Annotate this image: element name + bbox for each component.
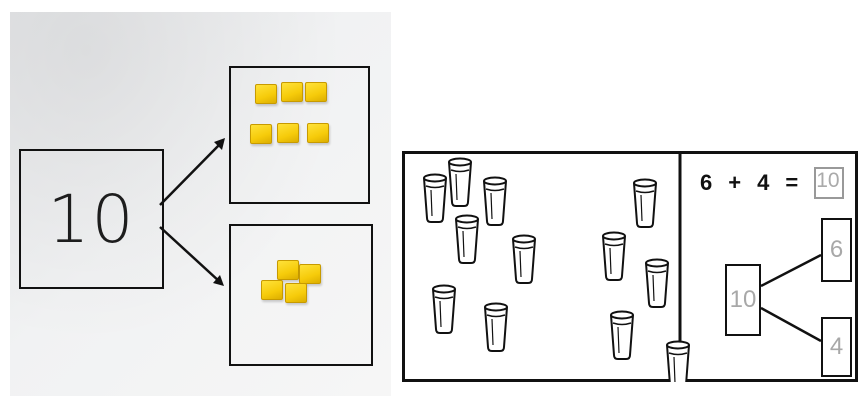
glass-icon xyxy=(484,302,508,352)
addition-equation: 6 + 4 = 10 xyxy=(700,165,845,201)
yellow-cube xyxy=(305,82,327,102)
part-box-top xyxy=(229,66,370,204)
glass-icon xyxy=(602,231,626,281)
bond-part-1-box: 6 xyxy=(821,218,852,282)
arrow-to-top-part xyxy=(159,141,223,206)
arrow-to-bottom-part xyxy=(159,226,221,283)
worksheet: 6 + 4 = 10 10 6 4 xyxy=(402,151,858,382)
yellow-cube xyxy=(255,84,277,104)
number-bond-photo: 10 xyxy=(10,12,391,396)
yellow-cube xyxy=(261,280,283,300)
yellow-cube xyxy=(307,123,329,143)
yellow-cube xyxy=(285,283,307,303)
yellow-cube xyxy=(281,82,303,102)
whole-box: 10 xyxy=(19,149,164,289)
worksheet-border xyxy=(402,151,858,382)
bond-line-upper xyxy=(760,253,822,288)
yellow-cube xyxy=(250,124,272,144)
worksheet-frame xyxy=(402,151,858,382)
arrow-head-top xyxy=(214,138,225,150)
glass-icon xyxy=(423,173,447,223)
glass-icon xyxy=(645,258,669,308)
plus-sign: + xyxy=(728,170,742,195)
photo-shading xyxy=(10,12,391,396)
bond-arrows xyxy=(159,138,225,286)
glass-icon xyxy=(432,284,456,334)
yellow-cube xyxy=(277,260,299,280)
yellow-cube xyxy=(277,123,299,143)
addend-2: 4 xyxy=(757,170,770,195)
addend-1: 6 xyxy=(700,170,713,195)
bond-line-lower xyxy=(760,306,822,343)
bond-total-box: 10 xyxy=(725,264,761,336)
glass-icon xyxy=(633,178,657,228)
answer-box: 10 xyxy=(814,167,845,199)
bond-part-2-box: 4 xyxy=(821,317,852,377)
part-box-bottom xyxy=(229,224,373,366)
glasses-group xyxy=(423,157,690,382)
yellow-cube xyxy=(299,264,321,284)
glass-icon xyxy=(483,176,507,226)
glass-icon xyxy=(666,340,690,382)
whole-number: 10 xyxy=(47,180,136,258)
glass-icon xyxy=(455,214,479,264)
glass-icon xyxy=(448,157,472,207)
glass-icon xyxy=(512,234,536,284)
glass-icon xyxy=(610,310,634,360)
equals-sign: = xyxy=(785,170,799,195)
arrow-head-bottom xyxy=(213,275,224,286)
